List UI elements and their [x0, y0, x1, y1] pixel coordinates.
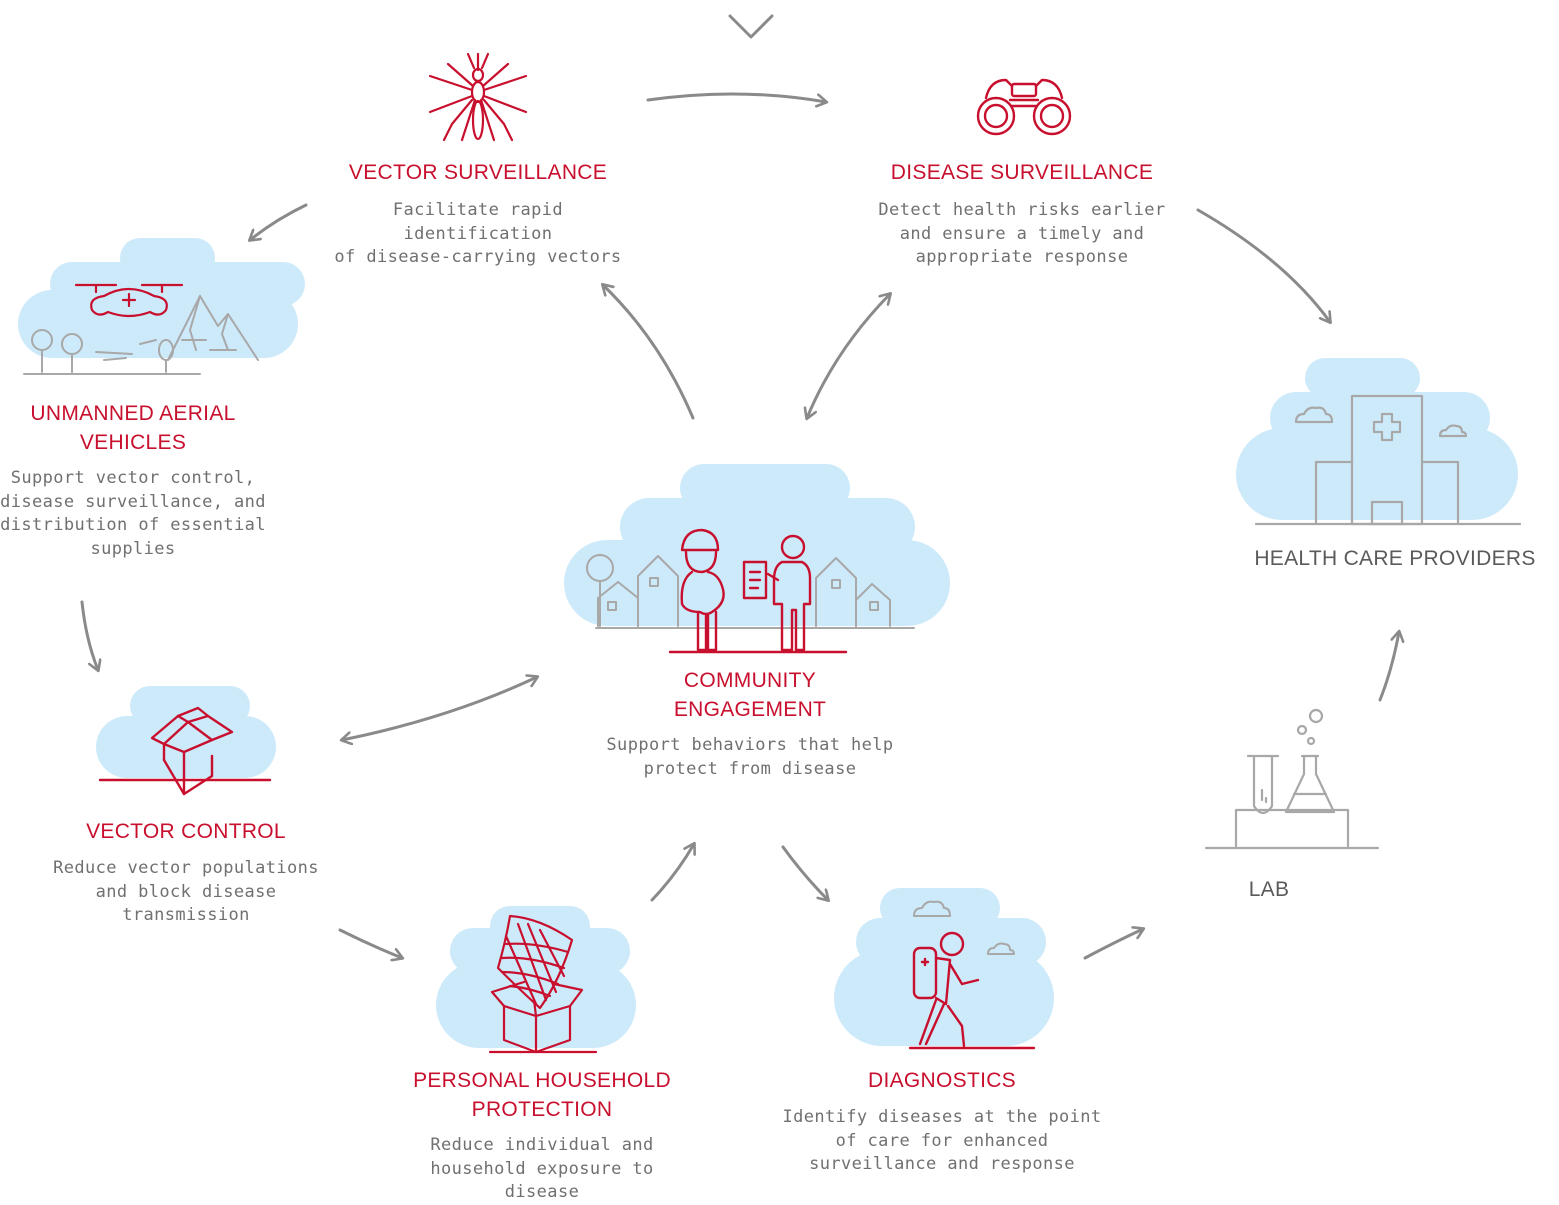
community-engagement-title: COMMUNITY ENGAGEMENT — [600, 666, 900, 724]
desc-line: distribution of essential — [0, 515, 266, 535]
flow-arrows — [80, 92, 1399, 958]
desc-line: disease — [504, 1182, 580, 1202]
community-engagement-desc: Support behaviors that help protect from… — [590, 734, 910, 781]
desc-line: Facilitate rapid identification — [392, 200, 564, 244]
desc-line: of care for enhanced — [835, 1130, 1049, 1151]
chevron-down-icon — [728, 14, 774, 39]
desc-line: and block disease — [95, 881, 277, 902]
uav-desc: Support vector control, disease surveill… — [0, 467, 266, 561]
disease-surveillance-desc: Detect health risks earlier and ensure a… — [862, 199, 1182, 270]
desc-line: surveillance and response — [809, 1154, 1075, 1174]
uav-title: UNMANNED AERIAL VEHICLES — [2, 399, 264, 457]
net-box-icon — [488, 914, 598, 1054]
diagnostics-desc: Identify diseases at the point of care f… — [772, 1106, 1112, 1177]
vector-surveillance-title: VECTOR SURVEILLANCE — [348, 161, 608, 184]
desc-line: household exposure to — [430, 1158, 654, 1179]
disease-surveillance-title: DISEASE SURVEILLANCE — [890, 161, 1154, 184]
binoculars-icon — [976, 78, 1072, 136]
desc-line: Detect health risks earlier — [878, 200, 1166, 220]
desc-line: appropriate response — [915, 247, 1129, 267]
lab-icon — [1204, 708, 1380, 850]
desc-line: transmission — [122, 905, 250, 925]
desc-line: Identify diseases at the point — [782, 1107, 1102, 1127]
title-line: ENGAGEMENT — [673, 698, 827, 721]
vector-control-title: VECTOR CONTROL — [86, 820, 286, 843]
desc-line: disease surveillance, and — [0, 491, 266, 512]
desc-line: protect from disease — [643, 758, 857, 779]
drone-icon — [23, 283, 259, 375]
desc-line: Reduce individual and — [430, 1135, 654, 1155]
mosquito-icon — [428, 52, 528, 142]
desc-line: Support behaviors that help — [606, 735, 894, 755]
title-line: COMMUNITY — [683, 669, 817, 692]
desc-line: supplies — [90, 538, 176, 559]
community-icon — [586, 528, 915, 654]
hospital-icon — [1254, 394, 1522, 526]
title-line: VEHICLES — [79, 431, 187, 454]
box-icon — [98, 706, 272, 796]
desc-line: Reduce vector populations — [53, 858, 319, 878]
desc-line: Support vector control, — [10, 468, 256, 488]
vector-control-desc: Reduce vector populations and block dise… — [36, 857, 336, 928]
title-line: UNMANNED AERIAL — [30, 402, 236, 425]
diagnostics-title: DIAGNOSTICS — [868, 1069, 1016, 1092]
desc-line: and ensure a timely and — [899, 223, 1145, 244]
personal-household-protection-title: PERSONAL HOUSEHOLD PROTECTION — [392, 1066, 692, 1124]
desc-line: of disease-carrying vectors — [334, 247, 622, 267]
title-line: PERSONAL HOUSEHOLD — [413, 1069, 671, 1092]
personal-household-protection-desc: Reduce individual and household exposure… — [392, 1134, 692, 1205]
hiker-icon — [908, 900, 1036, 1050]
vector-surveillance-desc: Facilitate rapid identification of disea… — [318, 199, 638, 270]
lab-title: LAB — [1248, 878, 1290, 901]
health-care-providers-title: HEALTH CARE PROVIDERS — [1254, 547, 1536, 570]
title-line: PROTECTION — [471, 1098, 613, 1121]
